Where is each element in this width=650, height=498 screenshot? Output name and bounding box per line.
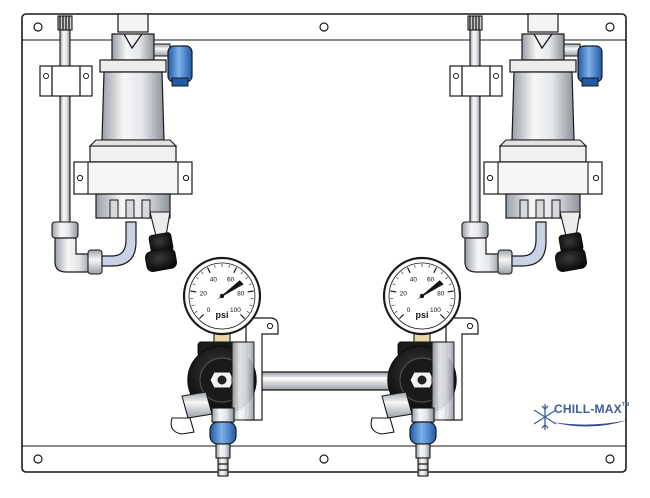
gauge-minor-tick xyxy=(392,283,396,286)
blue-fitting-icon xyxy=(409,421,437,445)
gauge-minor-tick xyxy=(214,264,216,268)
gauge-tick-label: 20 xyxy=(200,291,208,298)
gauge-major-tick xyxy=(206,267,211,274)
filter-assembly-right xyxy=(449,13,603,275)
gauge-tick-label: 80 xyxy=(437,291,445,298)
gauge-major-tick xyxy=(398,313,405,320)
black-knob-icon xyxy=(144,211,178,273)
black-knob-icon xyxy=(554,211,588,273)
gauge-minor-tick xyxy=(195,276,199,280)
gauge-minor-tick xyxy=(391,304,395,307)
blue-fitting-icon xyxy=(563,43,603,87)
gauge-major-tick xyxy=(239,313,246,320)
gauge-tick-label: 60 xyxy=(227,277,235,284)
gauge-minor-tick xyxy=(400,271,404,275)
gauge-major-tick xyxy=(390,290,397,293)
mounting-holes xyxy=(33,22,615,464)
gauge-minor-tick xyxy=(248,283,252,286)
gauge-tick-label: 0 xyxy=(407,307,411,314)
regulator-left xyxy=(170,317,279,477)
gauge-tick-label: 20 xyxy=(400,291,408,298)
gauge-minor-tick xyxy=(240,271,244,275)
gauge-minor-tick xyxy=(249,304,253,307)
snowflake-icon xyxy=(533,404,557,430)
gauge-minor-tick xyxy=(192,283,196,286)
gauge-tick-label: 40 xyxy=(410,277,418,284)
regulator-right xyxy=(370,317,479,477)
gauge-dial xyxy=(388,262,456,330)
gauge-minor-tick xyxy=(414,264,416,268)
gauge-minor-tick xyxy=(394,310,398,313)
gauge-major-tick xyxy=(406,267,411,274)
gauge-unit-label: psi xyxy=(215,310,228,320)
gauge-minor-tick xyxy=(395,276,399,280)
gauge-minor-tick xyxy=(428,264,430,268)
gauge-minor-tick xyxy=(446,310,450,313)
gauge-major-tick xyxy=(198,313,205,320)
gauge-tick-label: 40 xyxy=(210,277,218,284)
gauge-minor-tick xyxy=(245,276,249,280)
gauge-minor-tick xyxy=(448,283,452,286)
filter-assembly-left xyxy=(39,13,193,275)
blue-fitting-icon xyxy=(209,421,237,445)
gauge-needle xyxy=(417,280,444,300)
gauge-needle xyxy=(217,280,244,300)
gauge-minor-tick xyxy=(194,310,198,313)
gauge-minor-tick xyxy=(191,304,195,307)
blue-fitting-icon xyxy=(153,43,193,87)
logo-trademark: TM xyxy=(621,402,630,408)
gauge-pivot xyxy=(419,293,425,299)
gauge-tick-label: 80 xyxy=(237,291,245,298)
gauge-minor-tick xyxy=(449,304,453,307)
gauge-major-tick xyxy=(190,290,197,293)
gauge-minor-tick xyxy=(228,264,230,268)
gauge-dial xyxy=(188,262,256,330)
gauge-minor-tick xyxy=(445,276,449,280)
gauge-unit-label: psi xyxy=(415,310,428,320)
gauge-major-tick xyxy=(447,290,454,293)
chill-max-logo: CHILL-MAXTM xyxy=(532,398,632,438)
gauge-tick-label: 100 xyxy=(430,307,441,314)
gauge-major-tick xyxy=(247,290,254,293)
logo-brand-text: CHILL-MAXTM xyxy=(554,402,630,416)
gauge-minor-tick xyxy=(200,271,204,275)
gauge-pivot xyxy=(219,293,225,299)
gauge-tick-label: 60 xyxy=(427,277,435,284)
gauge-minor-tick xyxy=(440,271,444,275)
gauge-major-tick xyxy=(233,267,238,274)
gauge-tick-label: 0 xyxy=(207,307,211,314)
gauge-tick-label: 100 xyxy=(230,307,241,314)
manifold-tube xyxy=(249,371,401,391)
gauge-major-tick xyxy=(433,267,438,274)
logo-swoosh xyxy=(552,420,628,427)
gauge-minor-tick xyxy=(246,310,250,313)
gauge-major-tick xyxy=(439,313,446,320)
